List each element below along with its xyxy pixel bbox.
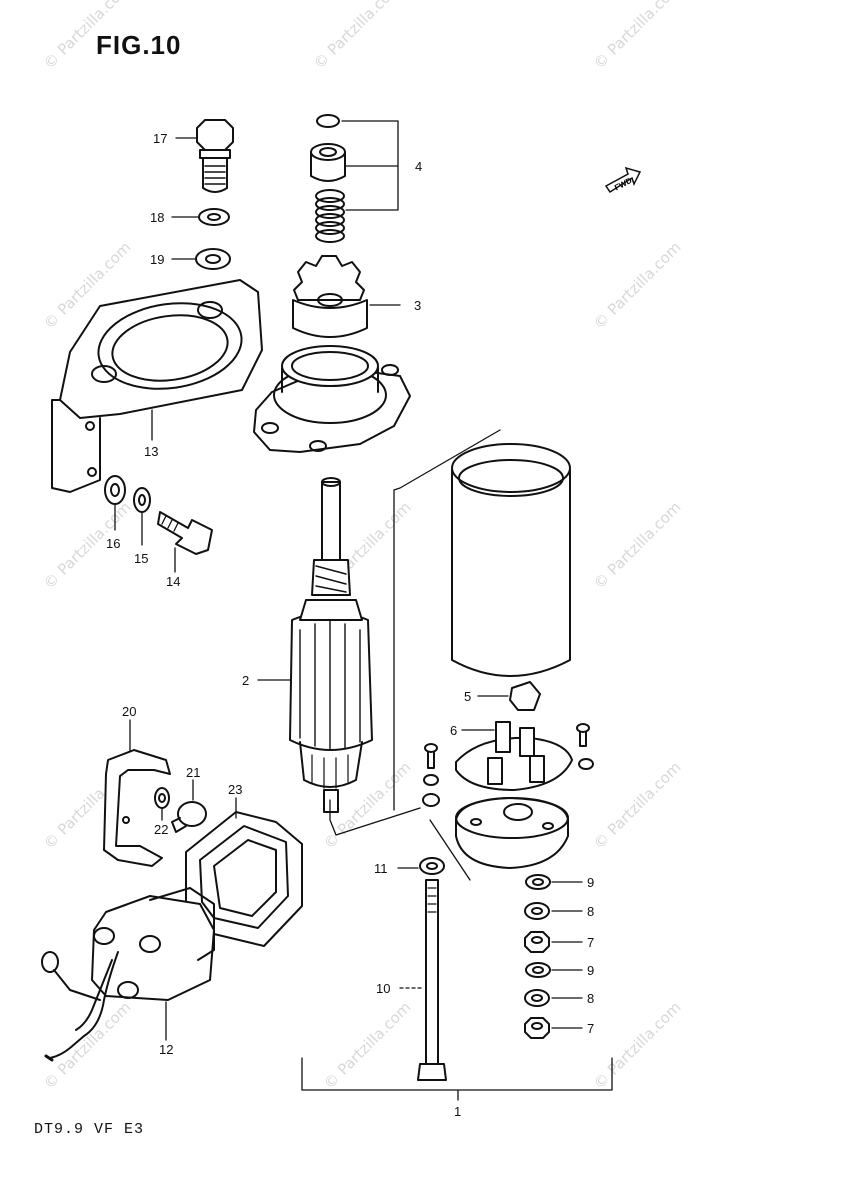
part-brush-clip-5 [509,681,541,711]
part-pinion-3 [292,255,368,338]
callout-18: 18 [150,210,165,225]
callout-19: 19 [150,252,165,267]
callout-6: 6 [450,723,458,738]
callout-7a: 7 [587,935,595,950]
part-nut-7b [524,1017,550,1039]
leader-4 [341,120,399,211]
callout-9a: 9 [587,875,595,890]
callout-21: 21 [186,765,201,780]
part-through-bolt-10 [417,879,447,1081]
callout-9b: 9 [587,963,595,978]
callout-20: 20 [122,704,137,719]
callout-15: 15 [134,551,149,566]
part-lockwasher-15 [133,487,151,513]
leader-1-bracket [329,429,501,836]
part-bracket-13 [51,279,263,493]
part-nut-7a [524,931,550,953]
part-washer-22 [154,787,170,809]
part-yoke-frame [451,443,571,677]
callout-16: 16 [106,536,121,551]
part-washer-19 [195,248,231,270]
part-washer-16 [104,475,126,505]
callout-3: 3 [414,298,422,313]
part-relay-12 [41,887,215,1062]
part-washer-8a [524,902,550,920]
callout-1: 1 [454,1104,462,1119]
fwd-arrow-icon: FWD [604,166,642,194]
callout-8b: 8 [587,991,595,1006]
part-armature-2 [289,477,373,813]
part-screw-small [422,723,594,807]
callout-12: 12 [159,1042,174,1057]
part-screw-21 [171,801,207,833]
part-lockwasher-18 [198,208,230,226]
callout-11: 11 [374,861,388,876]
callout-13: 13 [144,444,159,459]
callout-8a: 8 [587,904,595,919]
part-bolt-14 [157,511,213,555]
part-washer-11 [419,857,445,875]
part-bracket-20 [103,749,171,867]
callout-2: 2 [242,673,250,688]
figure-title: FIG.10 [96,30,182,60]
callout-7b: 7 [587,1021,595,1036]
part-front-housing [253,345,411,453]
part-washer-9a [525,874,551,890]
leader-1 [301,1057,613,1101]
callout-10: 10 [376,981,391,996]
callout-4: 4 [415,159,423,174]
callout-14: 14 [166,574,181,589]
part-bolt-17 [196,119,234,193]
callout-5: 5 [464,689,472,704]
leader-1-bracket-b [429,819,471,881]
leaders-7-8-9 [551,881,583,1029]
part-washer-9b [525,962,551,978]
callout-23: 23 [228,782,243,797]
part-end-cover [455,797,569,869]
model-code: DT9.9 VF E3 [34,1121,145,1138]
callout-17: 17 [153,131,168,146]
part-washer-8b [524,989,550,1007]
part-spring-set-4 [310,114,346,243]
part-brush-plate-6 [455,721,573,791]
callout-22: 22 [154,822,169,837]
